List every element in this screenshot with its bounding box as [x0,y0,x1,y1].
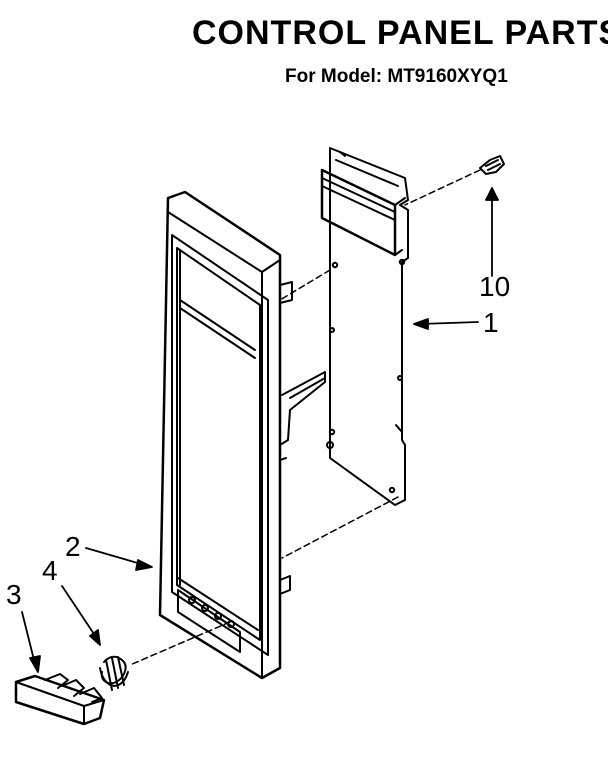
callout-10: 10 [479,271,510,302]
callout-2: 2 [65,531,81,562]
diagram-title: CONTROL PANEL PARTS [192,14,608,52]
ribbon-cable-part [279,371,326,446]
circuit-board-part [320,147,409,506]
model-line: For Model: MT9160XYQ1 [285,66,508,87]
callout-4: 4 [42,555,58,586]
screw-part [479,155,505,175]
assembly-lines [129,169,481,666]
leader-arrows [21,187,499,673]
spring-part [99,655,129,691]
callout-1: 1 [483,307,499,338]
control-panel-frame-part [158,190,293,680]
button-block-part [14,673,106,726]
callout-3: 3 [6,579,22,610]
